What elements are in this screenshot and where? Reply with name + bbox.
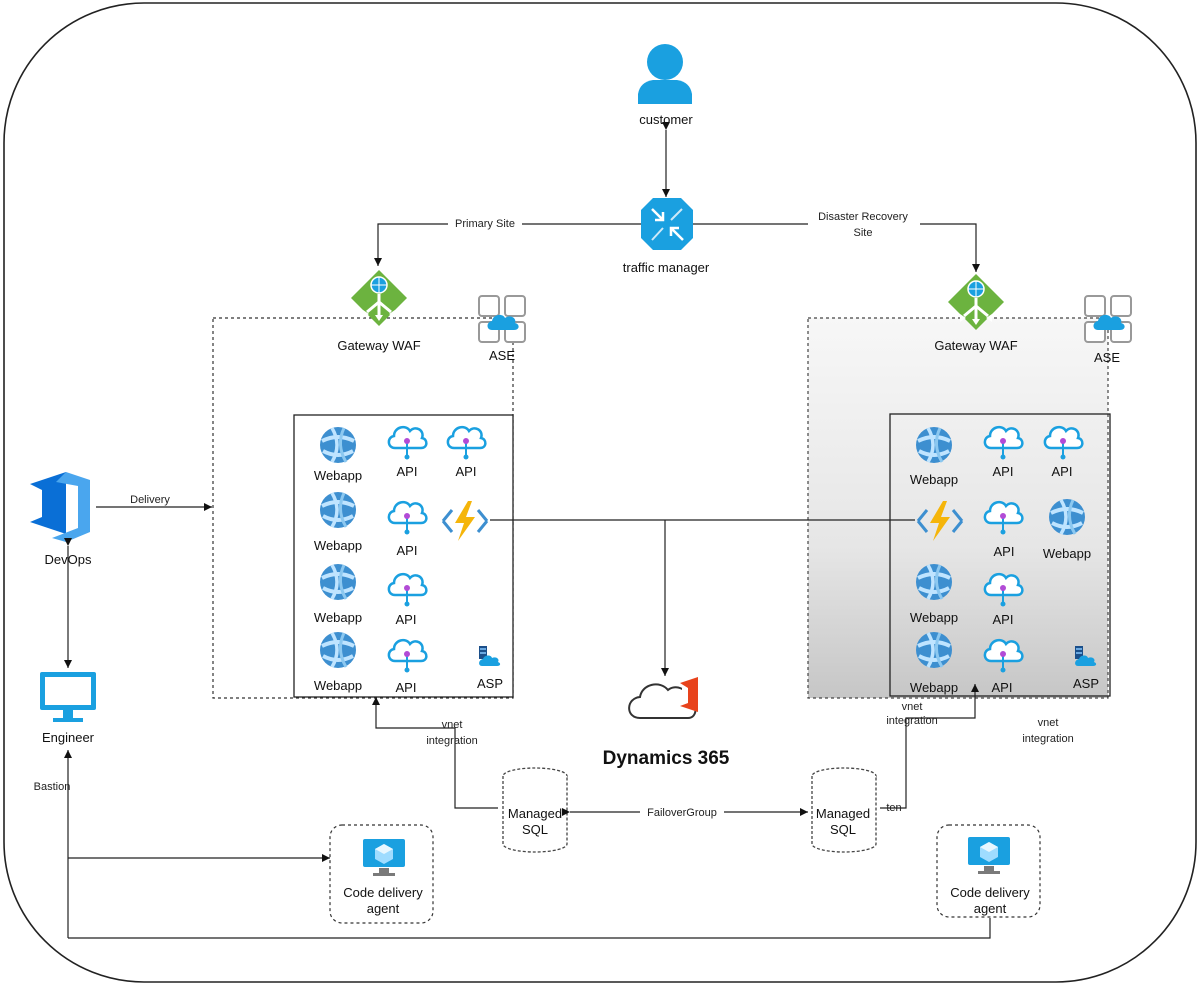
vnet-label-dr-line1: vnet [902, 701, 923, 713]
managed-sql-dr: Managed SQL [811, 767, 877, 853]
webapp-label: Webapp [910, 680, 958, 695]
api-dr-5: API [983, 638, 1024, 695]
api-primary-1: API [387, 425, 428, 479]
dynamics-label: Dynamics 365 [603, 748, 730, 769]
api-label: API [397, 464, 418, 479]
api-label: API [397, 543, 418, 558]
api-dr-2: API [1043, 425, 1084, 479]
managed-sql-label-line1: Managed [816, 806, 870, 821]
webapp-icon [318, 630, 358, 670]
gateway-waf-dr: Gateway WAF [934, 272, 1018, 353]
webapp-icon [318, 562, 358, 602]
api-label: API [1052, 464, 1073, 479]
code-agent-label-line2: agent [367, 901, 400, 916]
engineer-label: Engineer [42, 730, 95, 745]
webapp-icon [914, 562, 954, 602]
traffic-manager-node: traffic manager [623, 198, 710, 275]
customer-node: customer [638, 44, 693, 127]
managed-sql-label-line2: SQL [830, 822, 856, 837]
asp-dr: ASP [1073, 646, 1099, 691]
code-agent-label-line1: Code delivery [343, 885, 423, 900]
vnet-label-primary-line1: vnet [442, 719, 463, 731]
ase-primary: ASE [478, 295, 526, 363]
dr-app-box [889, 413, 1111, 697]
api-label: API [994, 544, 1015, 559]
api-label: API [396, 680, 417, 695]
webapp-label: Webapp [314, 538, 362, 553]
ase-label: ASE [489, 348, 515, 363]
api-dr-4: API [983, 572, 1024, 627]
webapp-label: Webapp [910, 472, 958, 487]
managed-sql-label-line1: Managed [508, 806, 562, 821]
vnet-label-dr-line2: integration [886, 715, 937, 727]
api-label: API [992, 680, 1013, 695]
customer-label: customer [639, 112, 693, 127]
api-label: API [456, 464, 477, 479]
api-primary-5: API [387, 638, 428, 695]
gateway-waf-primary: Gateway WAF [337, 268, 421, 353]
person-icon [638, 44, 692, 104]
dynamics-365-node: Dynamics 365 [603, 677, 730, 769]
api-primary-4: API [387, 572, 428, 627]
outer-frame [3, 2, 1197, 983]
webapp-label: Webapp [314, 678, 362, 693]
bastion-label: Bastion [34, 781, 71, 793]
asp-label: ASP [1073, 676, 1099, 691]
code-agent-label-line1: Code delivery [950, 885, 1030, 900]
api-label: API [396, 612, 417, 627]
code-delivery-agent-primary: Code delivery agent [329, 824, 434, 924]
asp-primary: ASP [477, 646, 503, 691]
devops-icon [30, 472, 90, 542]
devops-node: DevOps [30, 472, 92, 567]
managed-sql-label-line2: SQL [522, 822, 548, 837]
engineer-node: Engineer [40, 672, 96, 745]
api-dr-3: API [983, 500, 1024, 559]
webapp-dr-2: Webapp [1043, 497, 1091, 561]
asp-label: ASP [477, 676, 503, 691]
gateway-waf-label: Gateway WAF [934, 338, 1017, 353]
listen-fragment-label: ten [886, 802, 901, 814]
api-dr-1: API [983, 425, 1024, 479]
webapp-primary-2: Webapp [314, 490, 362, 553]
gateway-waf-label: Gateway WAF [337, 338, 420, 353]
vnet-label-primary-line2: integration [426, 735, 477, 747]
webapp-icon [914, 630, 954, 670]
webapp-dr-3: Webapp [910, 562, 958, 625]
traffic-manager-label: traffic manager [623, 260, 710, 275]
webapp-icon [318, 490, 358, 530]
webapp-primary-1: Webapp [314, 425, 362, 483]
delivery-label: Delivery [130, 494, 170, 506]
api-primary-2: API [446, 425, 487, 479]
api-label: API [993, 464, 1014, 479]
api-primary-3: API [387, 500, 428, 558]
webapp-label: Webapp [314, 468, 362, 483]
failover-group-label: FailoverGroup [647, 807, 717, 819]
vnet-label-dr-outer-line1: vnet [1038, 717, 1059, 729]
vnet-label-dr-outer-line2: integration [1022, 733, 1073, 745]
webapp-label: Webapp [910, 610, 958, 625]
office-cloud-icon [628, 677, 698, 719]
api-label: API [993, 612, 1014, 627]
managed-sql-primary: Managed SQL [502, 767, 568, 853]
ase-label: ASE [1094, 350, 1120, 365]
code-delivery-agent-dr: Code delivery agent [936, 824, 1041, 918]
primary-site-label: Primary Site [455, 218, 515, 230]
webapp-primary-4: Webapp [314, 630, 362, 693]
ase-dr: ASE [1084, 295, 1132, 365]
dr-site-label-line2: Site [854, 227, 873, 239]
code-agent-label-line2: agent [974, 901, 1007, 916]
monitor-icon [40, 672, 96, 722]
webapp-dr-4: Webapp [910, 630, 958, 695]
dr-site-label-line1: Disaster Recovery [818, 211, 908, 223]
webapp-primary-3: Webapp [314, 562, 362, 625]
webapp-icon [1047, 497, 1087, 537]
webapp-label: Webapp [314, 610, 362, 625]
webapp-icon [914, 425, 954, 465]
webapp-icon [318, 425, 358, 465]
webapp-label: Webapp [1043, 546, 1091, 561]
traffic-manager-icon [641, 198, 693, 250]
webapp-dr-1: Webapp [910, 425, 958, 487]
